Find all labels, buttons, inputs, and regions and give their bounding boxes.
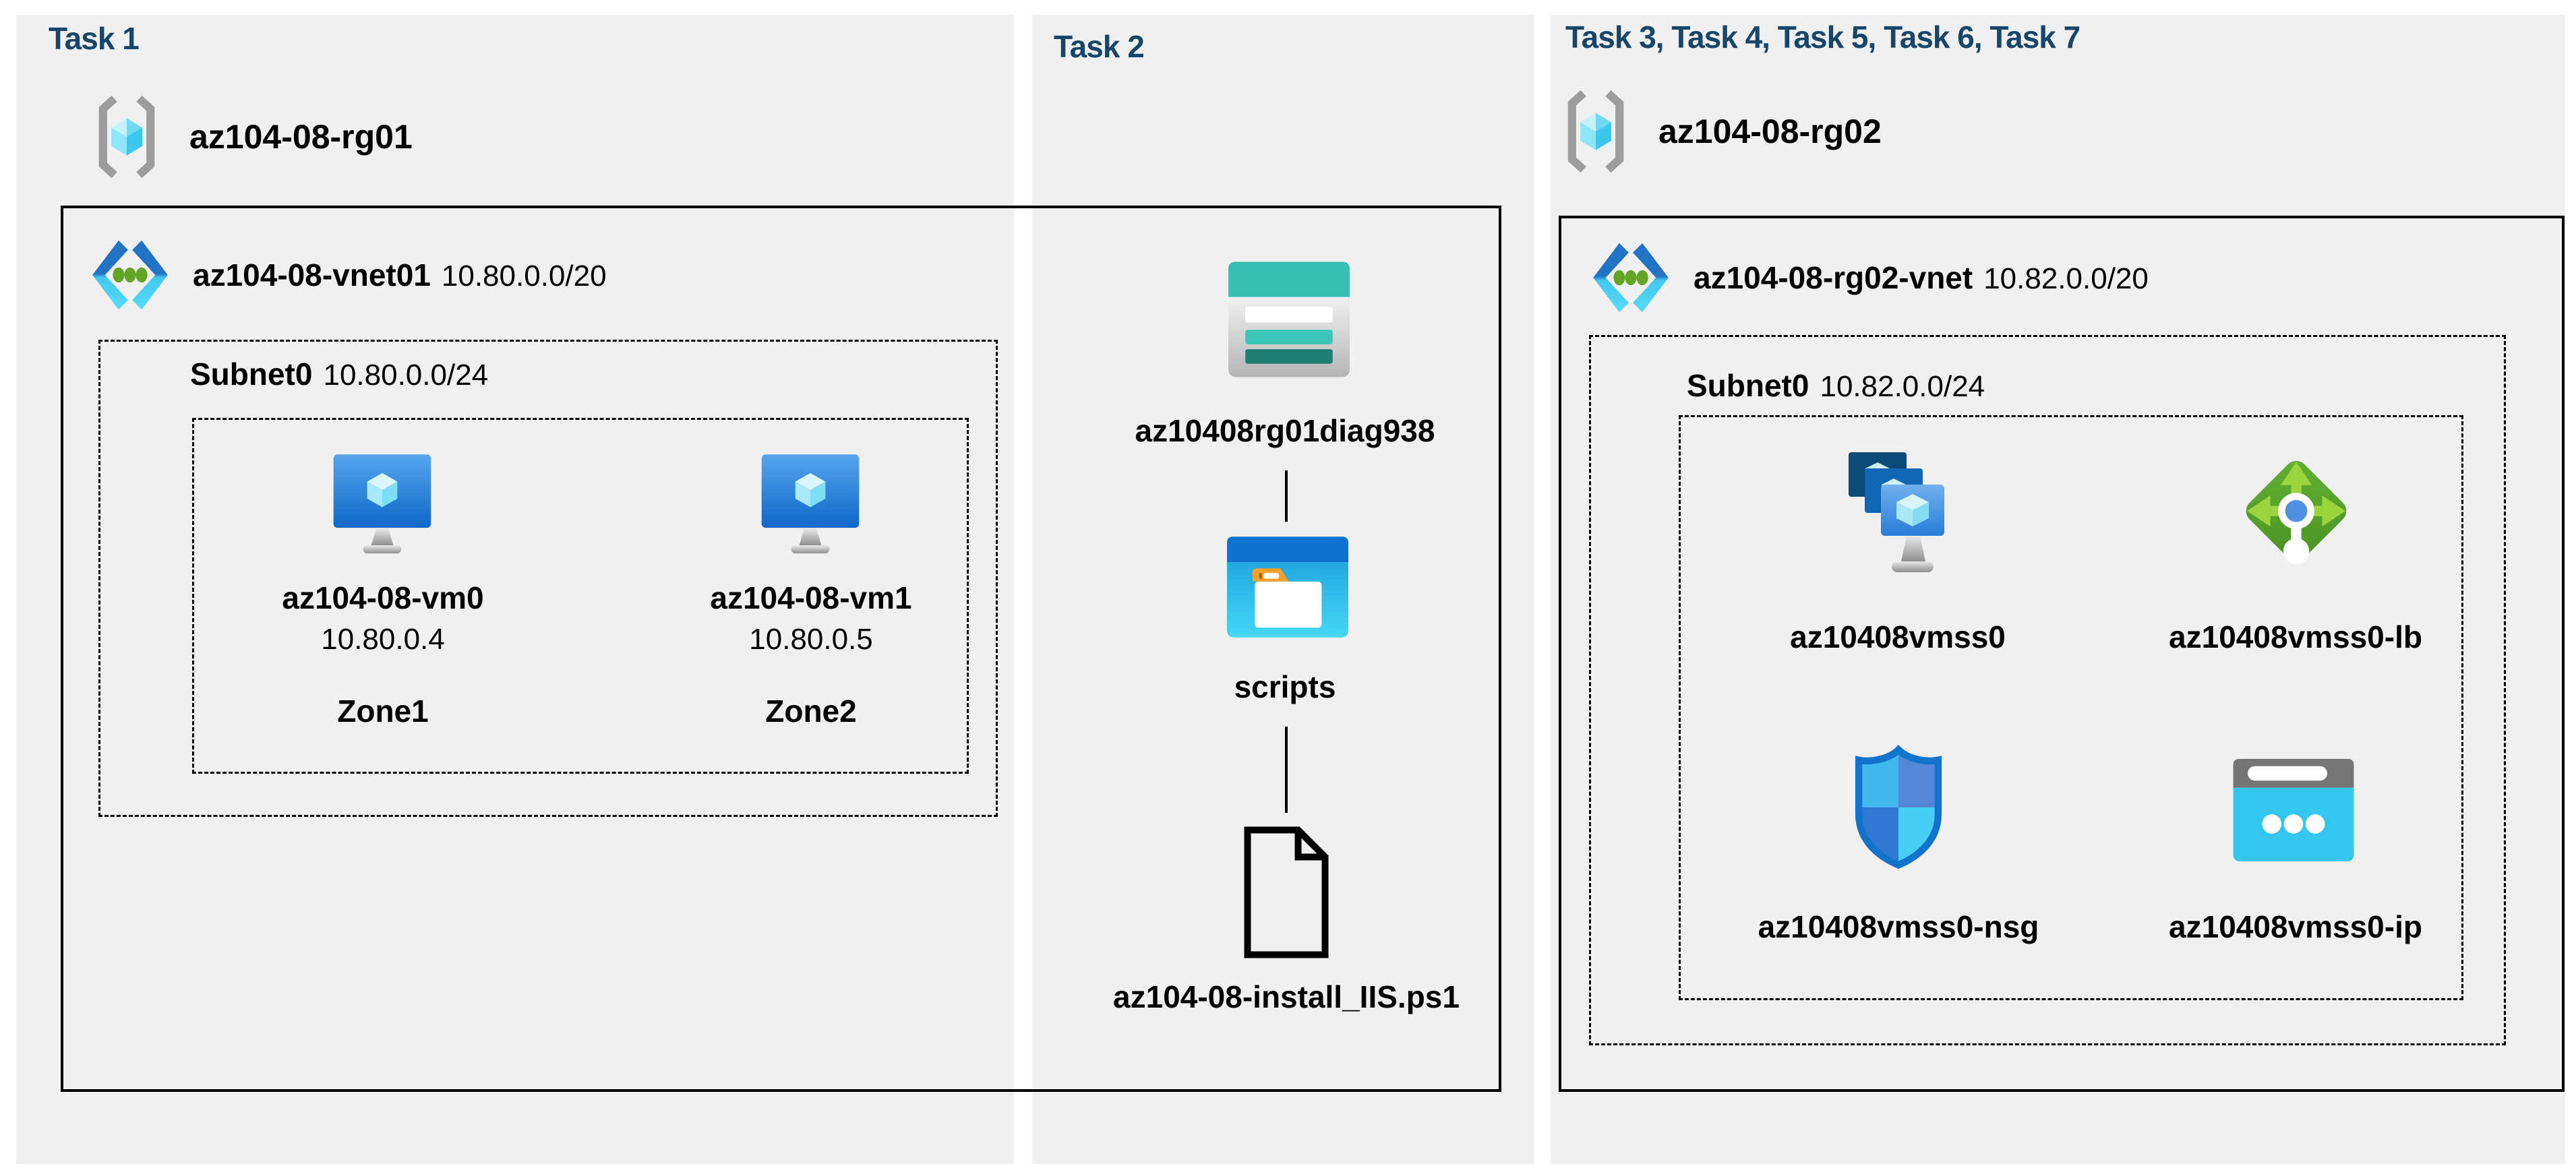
- vnet2-cidr: 10.82.0.0/20: [1983, 262, 2149, 295]
- vnet2-boundary-box: [1559, 216, 2565, 1092]
- vnet2-name: az104-08-rg02-vnet: [1694, 260, 1973, 295]
- subnet1-cidr: 10.80.0.0/24: [323, 359, 489, 392]
- subnet2-label: Subnet0 10.82.0.0/24: [1687, 367, 1985, 404]
- subnet2-cidr: 10.82.0.0/24: [1820, 370, 1985, 403]
- blob-container-icon: [1227, 536, 1348, 638]
- vm1-zone: Zone2: [765, 694, 857, 729]
- nsg-name: az10408vmss0-nsg: [1758, 909, 2039, 944]
- resource-group-2-name: az104-08-rg02: [1658, 113, 1882, 150]
- connector-storage-to-container: [1285, 470, 1288, 522]
- vm-scale-set-icon: [1849, 452, 1944, 572]
- virtual-machine-icon: [333, 454, 431, 554]
- resource-group-1-name: az104-08-rg01: [189, 118, 413, 156]
- virtual-network-icon: [1593, 243, 1669, 313]
- virtual-network-icon: [92, 240, 168, 310]
- vnet1-header: az104-08-vnet01 10.80.0.0/20: [90, 237, 607, 313]
- load-balancer-name: az10408vmss0-lb: [2169, 619, 2422, 654]
- resource-group-1: az104-08-rg01: [94, 94, 413, 179]
- public-ip-name: az10408vmss0-ip: [2169, 909, 2422, 944]
- load-balancer-icon: [2246, 460, 2347, 564]
- vnet1-cidr: 10.80.0.0/20: [441, 259, 607, 293]
- vm1-ip: 10.80.0.5: [749, 623, 873, 656]
- subnet1-label: Subnet0 10.80.0.0/24: [190, 356, 488, 392]
- panel-task3-7: [1551, 15, 2565, 1164]
- vm0-zone: Zone1: [337, 694, 429, 729]
- task1-title: Task 1: [49, 21, 140, 56]
- subnet1-name: Subnet0: [190, 357, 313, 392]
- storage-account-icon: [1228, 262, 1350, 377]
- task2-title: Task 2: [1054, 29, 1145, 64]
- vm1-name: az104-08-vm1: [710, 580, 912, 615]
- vnet1-boundary-box: [61, 206, 1501, 1092]
- vm0-name: az104-08-vm0: [282, 580, 484, 615]
- blob-container-name: scripts: [1234, 669, 1336, 704]
- zones-boundary-box: [192, 418, 969, 774]
- public-ip-icon: [2233, 759, 2354, 861]
- task3-title: Task 3, Task 4, Task 5, Task 6, Task 7: [1565, 20, 2080, 55]
- resource-group-icon: [1567, 90, 1624, 173]
- script-file-name: az104-08-install_IIS.ps1: [1113, 979, 1460, 1014]
- resource-group-icon: [98, 95, 155, 179]
- storage-account-name: az10408rg01diag938: [1135, 413, 1435, 448]
- subnet2-name: Subnet0: [1687, 368, 1809, 403]
- subnet1-boundary-box: [98, 340, 998, 817]
- network-security-group-icon: [1855, 745, 1942, 869]
- vm0-ip: 10.80.0.4: [321, 623, 445, 656]
- connector-container-to-file: [1285, 727, 1288, 813]
- virtual-machine-icon: [761, 454, 860, 554]
- script-file-icon: [1244, 826, 1329, 958]
- vnet1-name: az104-08-vnet01: [193, 257, 431, 293]
- vnet2-header: az104-08-rg02-vnet 10.82.0.0/20: [1591, 240, 2149, 315]
- resource-group-2: az104-08-rg02: [1563, 89, 1882, 174]
- subnet2-boundary-box: [1589, 335, 2506, 1045]
- vmss-resources-boundary-box: [1679, 415, 2463, 1000]
- vmss-name: az10408vmss0: [1790, 619, 2006, 654]
